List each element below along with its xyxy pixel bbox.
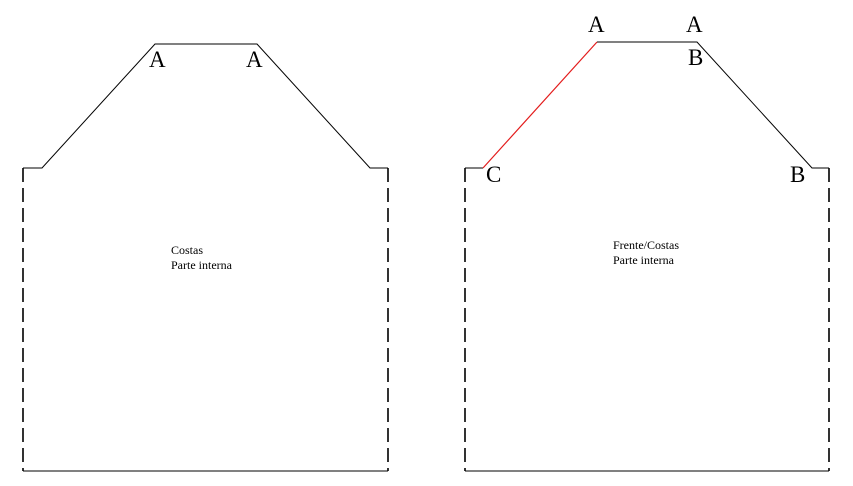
front-back-seam-highlight-c-to-a (482, 41, 598, 169)
front-back-marker-b-top: B (688, 45, 703, 70)
front-back-piece-side: Parte interna (613, 253, 675, 267)
back-piece-side: Parte interna (171, 258, 233, 272)
front-back-pattern-piece: A A B B C Frente/Costas Parte interna (464, 12, 830, 472)
back-marker-a-left: A (149, 47, 166, 72)
front-back-marker-b-bottom: B (790, 162, 805, 187)
front-back-marker-c: C (486, 162, 501, 187)
back-marker-a-right: A (246, 47, 263, 72)
front-back-marker-a-right: A (686, 12, 703, 37)
front-back-marker-a-left: A (588, 12, 605, 37)
back-piece-name: Costas (171, 243, 203, 257)
back-pattern-piece: A A Costas Parte interna (22, 43, 389, 472)
front-back-piece-name: Frente/Costas (613, 238, 679, 252)
back-neckline-shoulder-outline (23, 43, 388, 169)
front-back-neckline-right-shoulder (597, 41, 829, 169)
